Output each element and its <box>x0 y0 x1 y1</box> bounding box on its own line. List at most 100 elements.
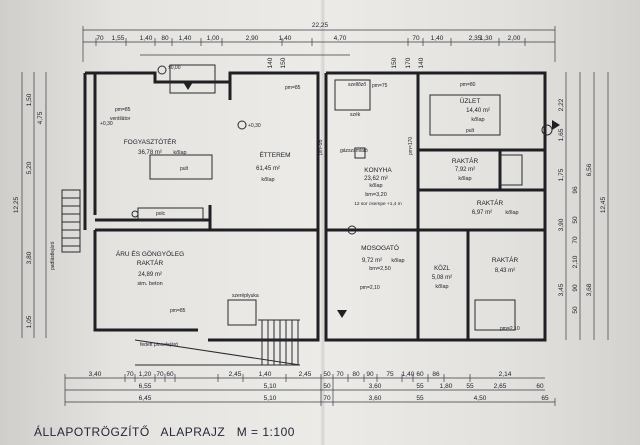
elevation-1: +0,30 <box>248 123 261 129</box>
left-dim-3: 5,20 <box>26 161 33 174</box>
top-dim-sub-1: 140 <box>267 57 274 68</box>
bottom-dim-15: 60 <box>416 371 424 378</box>
right-dim-3: 1,75 <box>558 168 565 181</box>
left-dim-1: 1,50 <box>26 93 33 106</box>
entrance-arrow-icon-2 <box>337 310 347 318</box>
room-raktar2-name: RAKTÁR <box>477 198 504 207</box>
room-aru-sub: RAKTÁR <box>137 258 164 267</box>
room-kozl-floor: kőlap <box>435 284 448 290</box>
bottom-dim-16: 86 <box>432 371 440 378</box>
top-dim-sub-5: 140 <box>418 57 425 68</box>
room-mosogato-floor: kőlap <box>391 258 404 264</box>
room-raktar2-area: 6,97 m² <box>472 210 492 216</box>
left-dimensions: 12,25 1,50 4,75 5,20 3,80 1,05 <box>13 72 47 338</box>
szereplyuk-label: szeréplyuka <box>232 293 259 299</box>
room-fogyaszto-floor: kőlap <box>173 150 186 156</box>
room-konyha-floor: kőlap <box>369 183 382 189</box>
room-raktar1-area: 7,92 m² <box>455 167 475 173</box>
room-konyha-bm: bm=3,20 <box>365 192 387 198</box>
top-dim-7: 2,90 <box>246 35 259 42</box>
bottom-dim-12: 90 <box>366 371 374 378</box>
room-mosogato-bm: bm=2,50 <box>369 266 391 272</box>
top-dim-sub-2: 150 <box>280 57 287 68</box>
bottom-dim-r2-4: 3,60 <box>369 383 382 390</box>
room-etterem-name: ÉTTEREM <box>259 150 290 159</box>
pm-label-6: pm=170 <box>408 137 414 155</box>
left-dim-5: 1,05 <box>26 315 33 328</box>
room-konyha-area: 23,62 m² <box>364 176 388 182</box>
bottom-dim-8: 2,45 <box>299 371 312 378</box>
top-dim-1: 70 <box>96 35 104 42</box>
bottom-dim-r3-5: 55 <box>416 395 424 402</box>
top-dim-14: 2,00 <box>508 35 521 42</box>
bottom-dim-6: 2,45 <box>229 371 242 378</box>
bottom-dim-r2-2: 5,10 <box>264 383 277 390</box>
top-dim-2: 1,55 <box>112 35 125 42</box>
right-dimensions: 2,22 1,65 1,75 3,90 3,45 12,45 3,68 6,56… <box>558 72 609 340</box>
polc-label: polc <box>156 211 166 217</box>
pm-label-8: pm=85 <box>170 308 186 314</box>
bottom-dim-r2-9: 60 <box>536 383 544 390</box>
room-uzlet-name: ÜZLET <box>460 97 481 105</box>
room-aru-name: ÁRU ÉS GÖNGYÖLEG <box>116 249 184 258</box>
right-dim-12: 50 <box>572 216 579 224</box>
bottom-dim-11: 80 <box>352 371 360 378</box>
bottom-dim-7: 1,40 <box>259 371 272 378</box>
room-fogyaszto-area: 36,78 m² <box>138 150 162 156</box>
bottom-dim-10: 70 <box>336 371 344 378</box>
right-dim-9: 90 <box>572 284 579 292</box>
pult-label-1: pult <box>180 166 189 172</box>
right-dim-13: 96 <box>572 186 579 194</box>
pm-label-9: pm=2,10 <box>360 285 380 291</box>
bottom-dim-r2-6: 1,80 <box>440 383 453 390</box>
building-walls <box>61 64 560 366</box>
bottom-dim-3: 1,20 <box>139 371 152 378</box>
room-fogyaszto-name: FOGYASZTÓTÉR <box>124 137 177 146</box>
right-dim-8: 50 <box>572 306 579 314</box>
bottom-dim-r2-5: 55 <box>416 383 424 390</box>
paper-fold <box>320 0 326 445</box>
top-dim-13: 1,30 <box>480 35 493 42</box>
room-raktar1-name: RAKTÁR <box>452 156 479 165</box>
right-dim-10: 2,10 <box>572 255 579 268</box>
room-aru-floor: sim. beton <box>137 281 162 287</box>
room-mosogato-name: MOSOGATÓ <box>361 243 399 252</box>
ventilator-label: ventilátor <box>110 116 131 122</box>
top-dim-6: 1,00 <box>207 35 220 42</box>
pm-label-7: pm=2,10 <box>500 326 520 332</box>
top-dim-12: 2,35 <box>469 35 482 42</box>
room-uzlet-floor: kőlap <box>471 117 484 123</box>
gazszamlalo-label: gázszámláló <box>340 148 368 154</box>
top-dim-9: 4,70 <box>334 35 347 42</box>
page-title: ÁLLAPOTRÖGZÍTŐ ALAPRAJZ M = 1:100 <box>34 424 295 439</box>
entrance-arrow-icon <box>183 82 193 90</box>
top-dim-10: 70 <box>412 35 420 42</box>
right-dim-4: 3,90 <box>558 218 565 231</box>
room-raktar3-name: RAKTÁR <box>492 255 519 264</box>
pm-label-4: pm=95 <box>318 139 324 155</box>
pm-label-1: pm=85 <box>115 107 131 113</box>
top-dim-3: 1,40 <box>140 35 153 42</box>
room-raktar3-area: 8,43 m² <box>495 268 515 274</box>
right-dim-2: 1,65 <box>558 128 565 141</box>
pm-label-3: pm=80 <box>460 82 476 88</box>
right-dim-7: 6,56 <box>586 163 593 176</box>
bottom-dim-r2-3: 50 <box>323 383 331 390</box>
bottom-dim-r2-7: 55 <box>466 383 474 390</box>
bottom-dim-4: 70 <box>156 371 164 378</box>
bottom-dimensions: 3,40 70 1,20 70 60 2,45 1,40 2,45 50 70 … <box>64 371 556 406</box>
room-mosogato-area: 9,72 m² <box>362 258 382 264</box>
room-konyha-tile: 12 sor csempe +1,4 m <box>354 201 402 207</box>
right-dim-6: 3,68 <box>586 283 593 296</box>
bottom-dim-1: 3,40 <box>89 371 102 378</box>
elevation-2: +0,30 <box>100 121 113 127</box>
pincelejaro-label: fedett pincelejáró <box>140 342 178 348</box>
top-dim-sub-4: 170 <box>405 57 412 68</box>
overall-width-dim: 22,25 <box>312 22 329 29</box>
pult-label-2: pult <box>466 128 475 134</box>
left-dim-2: 4,75 <box>37 111 44 124</box>
room-kozl-name: KÖZL <box>434 265 450 272</box>
top-dimensions: 22,25 70 1,55 1,40 80 1,40 1,00 2,90 1,4… <box>82 22 556 68</box>
room-aru-area: 24,89 m² <box>138 272 162 278</box>
